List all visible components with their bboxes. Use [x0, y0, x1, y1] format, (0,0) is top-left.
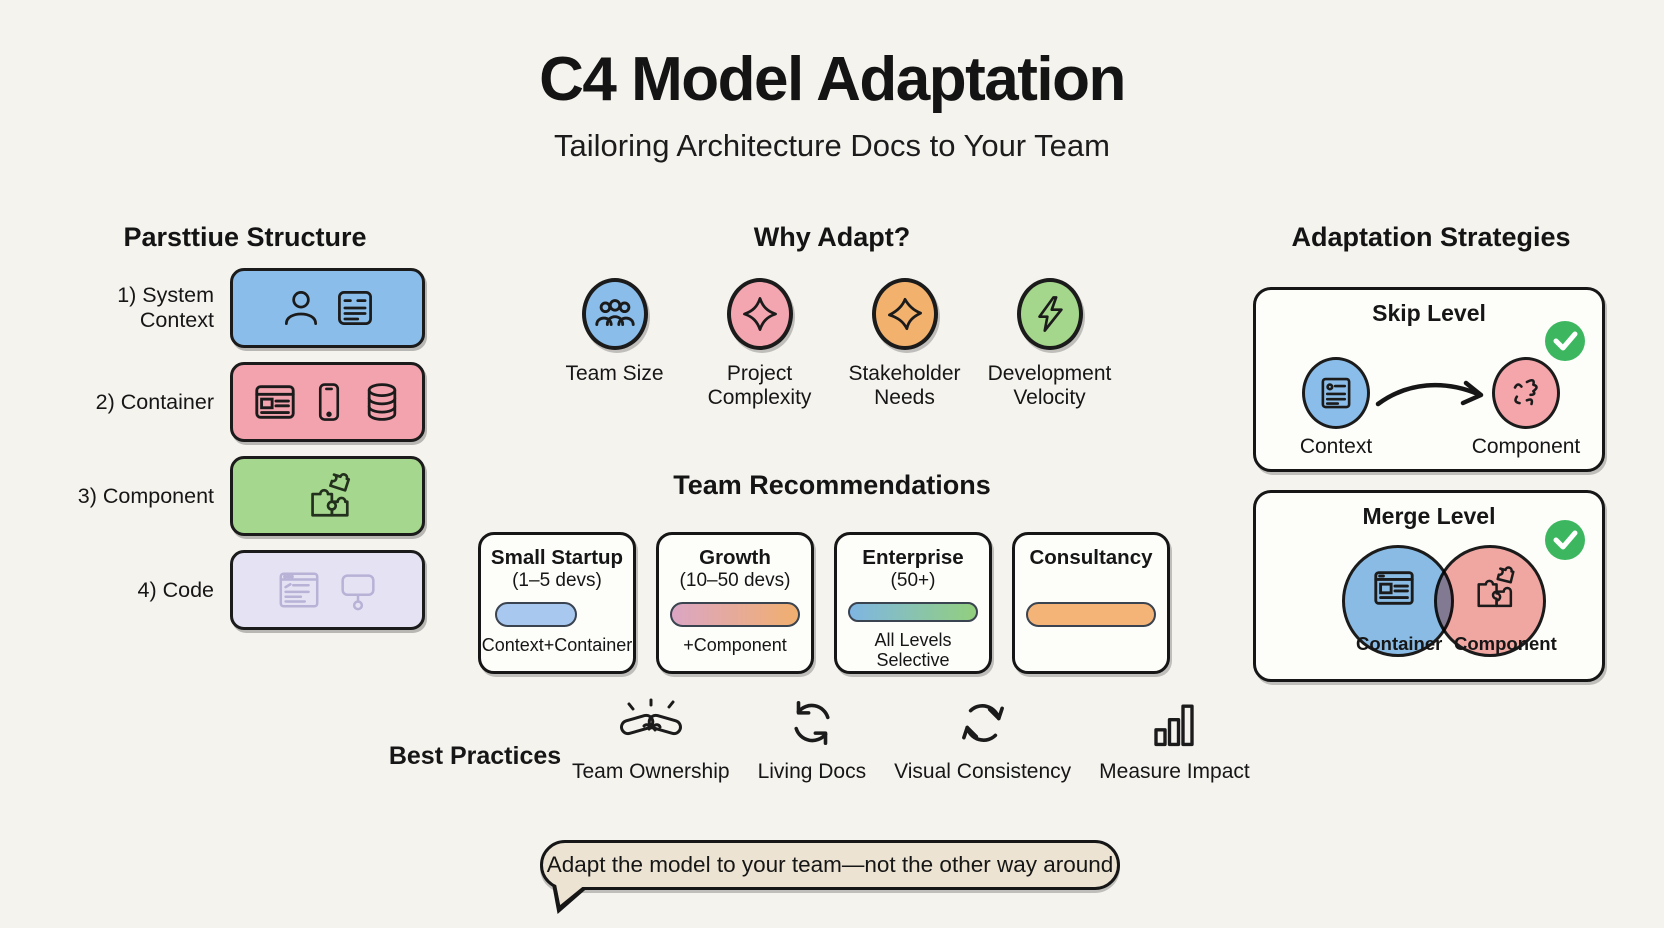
card-title: Enterprise [862, 546, 964, 569]
recommendations-heading: Team Recommendations [673, 470, 991, 500]
bp-label: Visual Consistency [894, 760, 1072, 783]
bp-label: Measure Impact [1099, 760, 1250, 783]
merge-level-title: Merge Level [1362, 503, 1496, 529]
lightning-icon [1029, 292, 1071, 336]
page-subtitle: Tailoring Architecture Docs to Your Team [553, 128, 1110, 163]
best-practices-items: Team Ownership Living Docs Visual Consis… [558, 692, 1264, 784]
factor-label: Stakeholder Needs [848, 362, 961, 409]
why-adapt-heading: Why Adapt? [753, 222, 911, 252]
level-row-component: 3) Component [45, 456, 445, 536]
browser-icon [252, 379, 298, 425]
scribble-icon [1504, 371, 1548, 415]
component-node-label: Component [1471, 435, 1581, 458]
phone-icon [308, 379, 350, 425]
factor-stakeholder-needs: Stakeholder Needs [832, 278, 977, 409]
card-note: All Levels Selective [874, 629, 952, 671]
card-subtitle: (1–5 devs) [512, 570, 602, 591]
coverage-bar [848, 602, 978, 622]
check-icon [1544, 519, 1586, 561]
page-title: C4 Model Adaptation [539, 45, 1126, 114]
structure-heading: Parsttiue Structure [123, 222, 367, 252]
bp-visual-consistency: Visual Consistency [880, 692, 1085, 784]
refresh-loop-icon [956, 692, 1010, 750]
level-row-code: 4) Code [45, 550, 445, 630]
star-blob-icon [883, 292, 927, 336]
star-blob-icon [738, 292, 782, 336]
card-enterprise: Enterprise (50+) All Levels Selective [834, 532, 992, 674]
container-venn-label: Container [1356, 633, 1443, 654]
factor-label: Development Velocity [987, 362, 1112, 409]
card-growth: Growth (10–50 devs) +Component [656, 532, 814, 674]
factor-team-size: Team Size [542, 278, 687, 409]
id-card-icon [1315, 372, 1357, 414]
card-title: Growth [699, 546, 771, 569]
system-context-box [230, 268, 425, 348]
level-label: 3) Component [77, 483, 214, 508]
people-icon [592, 291, 638, 337]
level-label: 1) System Context [117, 283, 214, 332]
skip-level-box: Skip Level Context Component [1253, 287, 1605, 472]
context-node [1302, 357, 1370, 429]
skip-level-title: Skip Level [1372, 300, 1486, 326]
factor-project-complexity: Project Complexity [687, 278, 832, 409]
card-consultancy: Consultancy [1012, 532, 1170, 674]
component-node [1492, 357, 1560, 429]
factor-label: Team Size [565, 362, 664, 385]
card-small-startup: Small Startup (1–5 devs) Context+Contain… [478, 532, 636, 674]
code-box [230, 550, 425, 630]
check-icon [1544, 320, 1586, 362]
context-node-label: Context [1299, 435, 1373, 458]
stakeholder-needs-circle [871, 278, 938, 350]
puzzle-icon [1468, 563, 1518, 613]
component-venn-label: Component [1454, 633, 1557, 654]
card-note: Context+Container [481, 635, 633, 655]
bp-living-docs: Living Docs [744, 692, 881, 784]
container-box [230, 362, 425, 442]
code-window-icon [274, 567, 324, 613]
bp-team-ownership: Team Ownership [558, 692, 744, 784]
bp-label: Team Ownership [572, 760, 730, 783]
best-practices-heading: Best Practices [388, 742, 562, 770]
factor-label: Project Complexity [707, 362, 812, 409]
coverage-bar [495, 602, 577, 627]
card-note: +Component [683, 635, 787, 655]
arrow-right-icon [1374, 372, 1490, 416]
component-venn-circle [1434, 545, 1546, 657]
strategies-heading: Adaptation Strategies [1291, 222, 1571, 252]
refresh-icon [785, 692, 839, 750]
coverage-bar [670, 602, 800, 627]
bar-chart-icon [1147, 692, 1201, 750]
merge-level-box: Merge Level Container Component [1253, 490, 1605, 682]
why-adapt-factors: Team Size Project Complexity Stakeholder… [542, 278, 1122, 409]
person-icon [279, 286, 323, 330]
card-title: Small Startup [490, 546, 624, 569]
coverage-bar [1026, 602, 1156, 627]
flowchart-icon [334, 567, 382, 613]
level-row-system-context: 1) System Context [45, 268, 445, 348]
document-icon [333, 286, 377, 330]
project-complexity-circle [726, 278, 793, 350]
database-icon [360, 379, 404, 425]
factor-development-velocity: Development Velocity [977, 278, 1122, 409]
card-subtitle: (50+) [890, 570, 936, 591]
recommendation-cards: Small Startup (1–5 devs) Context+Contain… [478, 532, 1176, 674]
level-label: 2) Container [95, 389, 214, 414]
structure-levels: 1) System Context 2) Container [45, 268, 445, 644]
card-title: Consultancy [1029, 546, 1153, 569]
puzzle-icon [301, 469, 355, 523]
level-label: 4) Code [137, 577, 215, 602]
team-size-circle [581, 278, 648, 350]
bp-label: Living Docs [757, 760, 867, 783]
component-box [230, 456, 425, 536]
development-velocity-circle [1016, 278, 1083, 350]
level-row-container: 2) Container [45, 362, 445, 442]
browser-icon [1371, 565, 1417, 611]
bp-measure-impact: Measure Impact [1085, 692, 1264, 784]
speech-bubble: Adapt the model to your team—not the oth… [540, 840, 1120, 890]
card-subtitle: (10–50 devs) [679, 570, 791, 591]
handshake-icon [615, 692, 687, 750]
